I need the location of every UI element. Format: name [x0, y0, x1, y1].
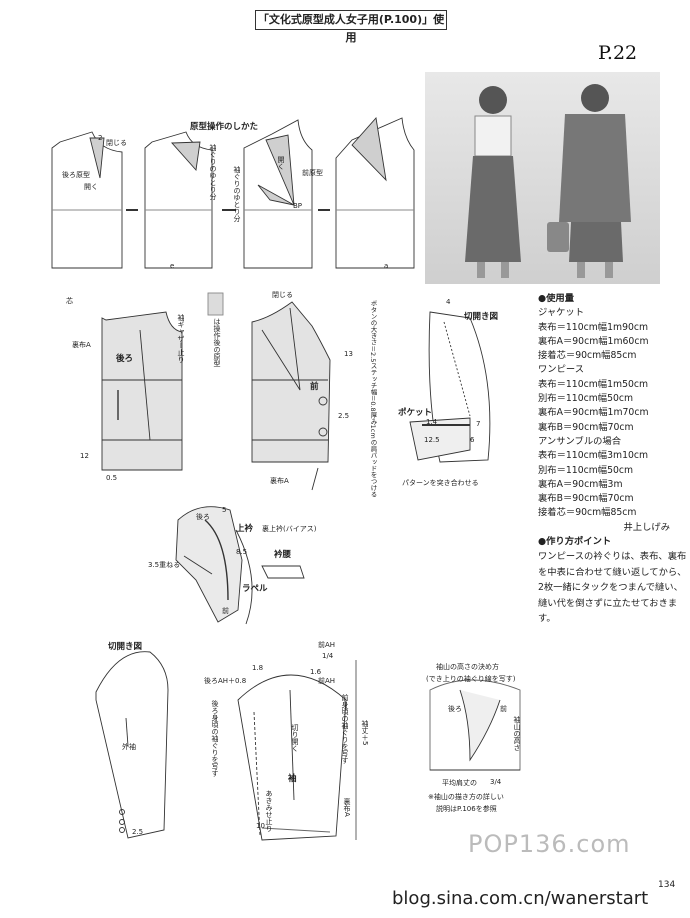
- label-armhole-ease: 袖ぐりのゆとり分: [209, 144, 217, 200]
- label-front-ah: 前AH: [318, 641, 336, 649]
- label-a: a: [384, 262, 389, 270]
- label-quarter: 1/4: [322, 652, 334, 660]
- label-collar-sub: 裏上衿(バイアス): [262, 525, 317, 533]
- model-photo-icon: [465, 84, 631, 278]
- label-front: 前: [310, 382, 319, 392]
- label-open: 開く: [84, 183, 98, 191]
- label-back-copy: 後ろ身頃の袖ぐりを写す: [211, 700, 219, 777]
- page-label: P.22: [598, 42, 638, 64]
- label-num-12: 12: [80, 452, 89, 460]
- ensemble-line-2: 別布＝110cm幅50cm: [538, 464, 634, 476]
- materials-heading: ●使用量: [538, 293, 575, 304]
- sleeve-cap-front: 前: [500, 705, 507, 713]
- sleeve-cap-note2: 説明はP.106を参照: [436, 805, 497, 813]
- label-n18: 1.8: [252, 664, 264, 672]
- designer-credit: 井上しげみ: [623, 521, 671, 533]
- label-front-copy: 前身頃の袖ぐりを写す: [341, 694, 349, 764]
- label-slit: あきみせ止り: [265, 790, 273, 832]
- jacket-line-1: 表布＝110cm幅1m90cm: [538, 321, 649, 333]
- dress-line-3: 裏布A＝90cm幅1m70cm: [538, 407, 649, 419]
- label-ura-a-3: 裏布A: [343, 798, 351, 817]
- label-back-ah: 後ろAH＋0.8: [204, 677, 247, 685]
- ensemble-title: アンサンブルの場合: [538, 435, 622, 447]
- label-shin: 芯: [66, 297, 73, 305]
- label-collar-back: 後ろ: [196, 513, 210, 521]
- label-overlap: 3.5重ねる: [148, 561, 181, 569]
- jacket-line-3: 接着芯＝90cm幅85cm: [538, 350, 637, 362]
- label-front-block: 前原型: [302, 169, 323, 177]
- label-num-25: 2.5: [338, 412, 350, 420]
- watermark: POP136.com: [468, 830, 631, 858]
- label-sleeve-length: 袖丈＋5: [361, 720, 369, 746]
- label-num-4: 4: [446, 298, 451, 306]
- label-num-6: 6: [470, 436, 475, 444]
- label-armhole-ease-2: 袖ぐりのゆとり分: [233, 166, 241, 222]
- sleeve-cap-back: 後ろ: [448, 705, 462, 713]
- label-e: e: [170, 262, 175, 270]
- label-front-ah-2: 前AH: [318, 677, 336, 685]
- label-cutaway: 切開き図: [464, 312, 499, 322]
- label-collar-stand: 衿腰: [274, 550, 292, 560]
- label-num-13: 13: [344, 350, 353, 358]
- label-num-125: 12.5: [424, 436, 440, 444]
- model-photo: [425, 72, 660, 284]
- ensemble-line-3: 裏布A＝90cm幅3m: [538, 478, 623, 490]
- point-heading: ●作り方ポイント: [538, 536, 612, 548]
- section1-title: 原型操作のしかた: [190, 122, 259, 132]
- label-sleeve-gather: 袖ギャザー止り: [177, 314, 185, 363]
- footer-url: blog.sina.com.cn/wanerstart: [392, 888, 649, 909]
- label-cutaway-2: 切開き図: [108, 642, 143, 652]
- jacket-line-2: 裏布A＝90cm幅1m60cm: [538, 335, 649, 347]
- label-pattern-note: パターンを突き合わせる: [402, 479, 479, 487]
- label-bp: BP: [293, 202, 303, 210]
- label-sleeve-n25: 2.5: [132, 828, 144, 836]
- dress-line-4: 裏布B＝90cm幅70cm: [538, 421, 634, 433]
- label-sleeve: 袖: [288, 774, 297, 784]
- sleeve-cap-subtitle: (でき上りの袖ぐり線を写す): [426, 675, 516, 683]
- materials-panel: ●使用量 ジャケット 表布＝110cm幅1m90cm 裏布A＝90cm幅1m60…: [538, 292, 688, 627]
- label-num-14: 1.4: [426, 418, 438, 426]
- header-title: 「文化式原型成人女子用(P.100)」使用: [255, 10, 447, 44]
- label-collar-front: 前: [222, 607, 229, 615]
- label-num-05: 0.5: [106, 474, 118, 482]
- ensemble-line-1: 表布＝110cm幅3m10cm: [538, 450, 649, 462]
- label-n10: 10: [256, 822, 265, 830]
- point-text: ワンピースの衿ぐりは、表布、裏布を中表に合わせて縫い返してから、2枚一緒にタック…: [538, 551, 687, 625]
- label-back: 後ろ: [116, 354, 134, 364]
- label-lapel: ラペル: [242, 584, 268, 594]
- ensemble-line-5: 接着芯＝90cm幅85cm: [538, 507, 637, 519]
- label-cut: 切り開く: [291, 724, 299, 752]
- sleeve-cap-height: 袖山の高さ: [513, 716, 521, 751]
- label-outer-sleeve: 外袖: [122, 743, 136, 751]
- dress-title: ワンピース: [538, 364, 585, 376]
- label-collar: 上衿: [236, 524, 254, 534]
- page-number: 134: [658, 880, 676, 890]
- sleeve-cap-frac: 3/4: [490, 778, 502, 786]
- label-pocket: ポケット: [398, 408, 433, 418]
- ensemble-line-4: 裏布B＝90cm幅70cm: [538, 493, 634, 505]
- label-n16: 1.6: [310, 668, 322, 676]
- label-n2: 2: [98, 134, 103, 142]
- label-num-7: 7: [476, 420, 481, 428]
- jacket-title: ジャケット: [538, 307, 585, 319]
- sleeve-cap-title: 袖山の高さの決め方: [436, 663, 499, 671]
- label-close: 閉じる: [106, 139, 127, 147]
- label-back-block: 後ろ原型: [62, 171, 90, 179]
- label-gray-note: は操作後の原型: [213, 318, 221, 367]
- label-open-2: 開く: [277, 156, 285, 170]
- sleeve-cap-avg: 平均肩丈の: [442, 779, 477, 787]
- dress-line-2: 別布＝110cm幅50cm: [538, 393, 634, 405]
- label-close-2: 閉じる: [272, 291, 293, 299]
- sleeve-cap-note1: ※袖山の描き方の詳しい: [428, 793, 504, 801]
- label-button-note: ボタンの大きさ＝2.5ステッチ幅＝0.8厚み1cmの肩パッドをつける: [369, 300, 377, 498]
- label-ura-a: 裏布A: [72, 341, 91, 349]
- dress-line-1: 表布＝110cm幅1m50cm: [538, 378, 649, 390]
- label-collar-n85: 8.5: [236, 548, 248, 556]
- label-ura-a-2: 裏布A: [270, 477, 289, 485]
- label-collar-n5: 5: [222, 506, 227, 514]
